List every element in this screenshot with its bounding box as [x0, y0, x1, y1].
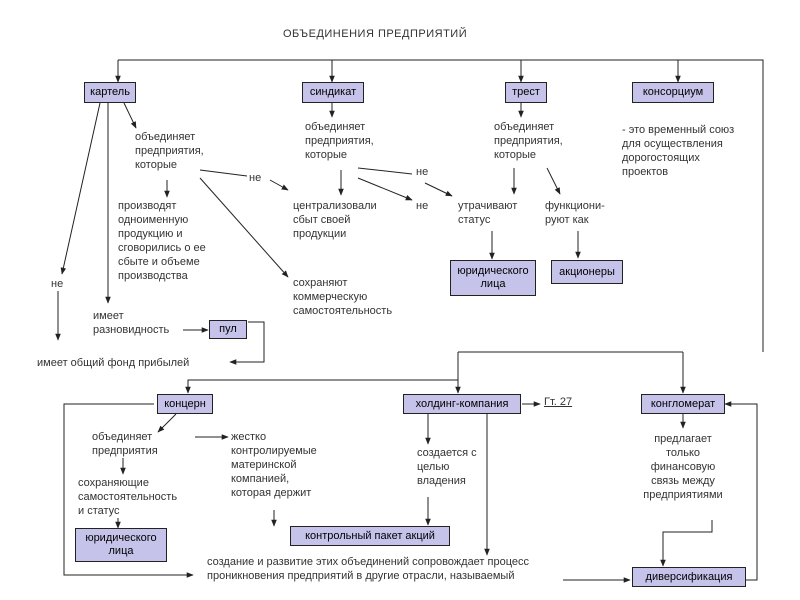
- koncern-to-obedinyaet: [157, 413, 177, 433]
- top-bus-line: [118, 59, 764, 352]
- akcionery-box: акционеры: [551, 260, 623, 284]
- diagram-title: ОБЪЕДИНЕНИЯ ПРЕДПРИЯТИЙ: [283, 28, 468, 40]
- sindikat-to-ne2: [357, 177, 413, 201]
- diversifikacia-box: диверсификация: [632, 567, 746, 587]
- ne-left-text: не: [51, 278, 64, 290]
- trest-obed-to-funkcio: [546, 167, 561, 195]
- sozdaetsya-text: создается с целью владения: [417, 447, 477, 487]
- konglomerat-box: конгломерат: [641, 394, 725, 414]
- sindikat-ne-to-utrachivayut: [424, 182, 453, 197]
- zhestko-text: жестко контролируемые материнской компан…: [231, 431, 317, 499]
- koncern-box: концерн: [157, 394, 213, 414]
- sohranyayut-text: сохраняют коммерческую самостоятельность: [293, 277, 393, 317]
- predlagaet-to-diversifikacia: [660, 520, 713, 567]
- holding-box: холдинг-компания: [403, 394, 521, 414]
- sindikat-to-ne: [357, 167, 413, 175]
- gt27-link[interactable]: Гт. 27: [544, 396, 573, 408]
- trest-obedinyaet-text: объединяет предприятия, которые: [494, 121, 563, 161]
- sohranyayushie-text: сохраняющие самостоятельность и статус: [78, 477, 178, 517]
- konsorcium-box: консорциум: [632, 82, 714, 103]
- trest-box: трест: [505, 82, 547, 103]
- obshiy-fond-text: имеет общий фонд прибылей: [37, 357, 190, 369]
- kartel-proizvodyat-text: производят одноименную продукцию и сгово…: [118, 200, 206, 282]
- kartel-box: картель: [84, 82, 136, 103]
- ne-to-centralizovali: [269, 179, 289, 191]
- kartel-to-ne: [60, 102, 101, 275]
- juridicheskogo-lica-box-1: юридического лица: [450, 260, 536, 296]
- diversif-loop: [724, 401, 758, 581]
- kartel-to-sohranyayut: [199, 177, 289, 278]
- kartel-to-ne-sindikat: [199, 169, 248, 177]
- konglo-to-koncern-line: [185, 379, 458, 394]
- ne-trest-text-1: не: [416, 166, 429, 178]
- ne-trest-text-2: не: [416, 200, 429, 212]
- pul-to-fond: [229, 321, 265, 365]
- imeet-raznovidnost-text: имеет разновидность: [93, 310, 170, 336]
- konsorcium-desc-text: - это временный союз для осуществления д…: [622, 124, 735, 178]
- utrachivayut-text: утрачивают статус: [458, 200, 518, 226]
- sozdanie-text: создание и развитие этих объединений соп…: [207, 556, 530, 582]
- sindikat-obedinyaet-text: объединяет предприятия, которые: [305, 121, 374, 161]
- kartel-obedinyaet-text: объединяет предприятия, которые: [135, 131, 204, 171]
- juridicheskogo-lica-box-2: юридического лица: [75, 528, 167, 562]
- kontrolny-paket-box: контрольный пакет акций: [290, 526, 450, 546]
- kartel-to-obedinyaet: [123, 102, 137, 129]
- koncern-obedinyaet-text: объединяет предприятия: [92, 431, 158, 457]
- ne-sindikat-text: не: [249, 172, 262, 184]
- sindikat-box: синдикат: [302, 82, 364, 103]
- koncern-left-loop: [63, 403, 194, 578]
- funkcioniruyut-text: функциони- руют как: [545, 200, 605, 226]
- centralizovali-text: централизовали сбыт своей продукции: [293, 200, 377, 240]
- pul-box: пул: [209, 320, 247, 339]
- predlagaet-text: предлагает только финансовую связь между…: [643, 433, 723, 501]
